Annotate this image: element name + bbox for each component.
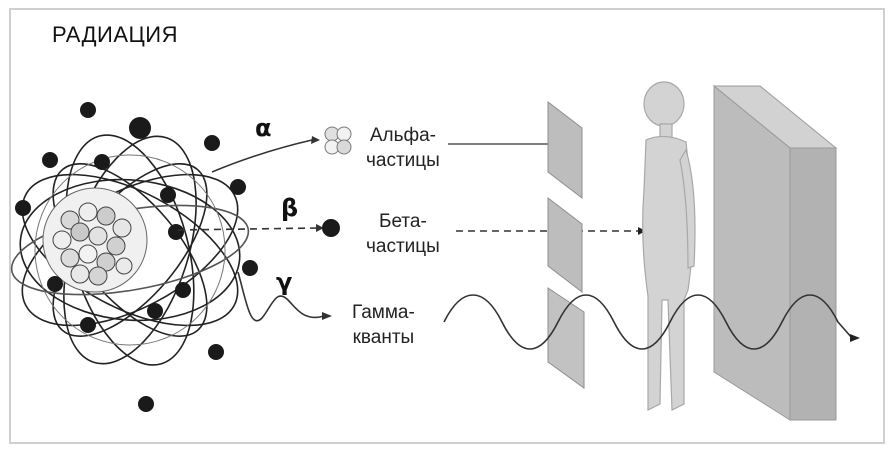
electrons bbox=[15, 102, 258, 412]
electron bbox=[15, 200, 31, 216]
alpha-particle-icon bbox=[324, 126, 352, 155]
alpha-label-line1: Альфа- bbox=[369, 125, 436, 146]
electron bbox=[42, 152, 58, 168]
barrier-aluminum bbox=[547, 196, 583, 294]
gamma-wave-long bbox=[443, 294, 853, 350]
electron bbox=[147, 303, 163, 319]
electron bbox=[230, 179, 246, 195]
diagram-title: РАДИАЦИЯ bbox=[52, 22, 178, 47]
electron bbox=[208, 344, 224, 360]
beta-particle-icon bbox=[322, 219, 340, 237]
gamma-label: Гамма- кванты bbox=[352, 300, 415, 350]
alpha-label: Альфа- частицы bbox=[366, 123, 440, 173]
beta-label-line2: частицы bbox=[366, 236, 440, 257]
electron bbox=[242, 260, 258, 276]
concrete-block bbox=[712, 84, 838, 421]
electron bbox=[138, 396, 154, 412]
beta-label: Бета- частицы bbox=[366, 209, 440, 259]
electron bbox=[80, 317, 96, 333]
electron bbox=[175, 282, 191, 298]
electron bbox=[80, 102, 96, 118]
orbit bbox=[34, 154, 226, 346]
beta-label-line1: Бета- bbox=[379, 211, 427, 232]
human-figure bbox=[642, 81, 696, 411]
electron bbox=[47, 276, 63, 292]
barrier-paper bbox=[547, 100, 583, 200]
electron bbox=[129, 117, 151, 139]
electron bbox=[204, 135, 220, 151]
beta-ray bbox=[177, 219, 646, 237]
alpha-symbol: α bbox=[255, 114, 272, 142]
electron bbox=[168, 224, 184, 240]
gamma-wave-local bbox=[237, 271, 325, 322]
gamma-label-line2: кванты bbox=[352, 327, 415, 348]
nucleus bbox=[42, 187, 148, 293]
alpha-label-line2: частицы bbox=[366, 150, 440, 171]
electron bbox=[160, 187, 176, 203]
orbit bbox=[21, 173, 239, 327]
gamma-symbol: γ bbox=[276, 268, 293, 296]
beta-symbol: β bbox=[281, 194, 299, 222]
electron bbox=[94, 154, 110, 170]
barrier-third bbox=[547, 287, 585, 389]
alpha-ray bbox=[211, 126, 572, 173]
gamma-label-line1: Гамма- bbox=[352, 302, 415, 323]
